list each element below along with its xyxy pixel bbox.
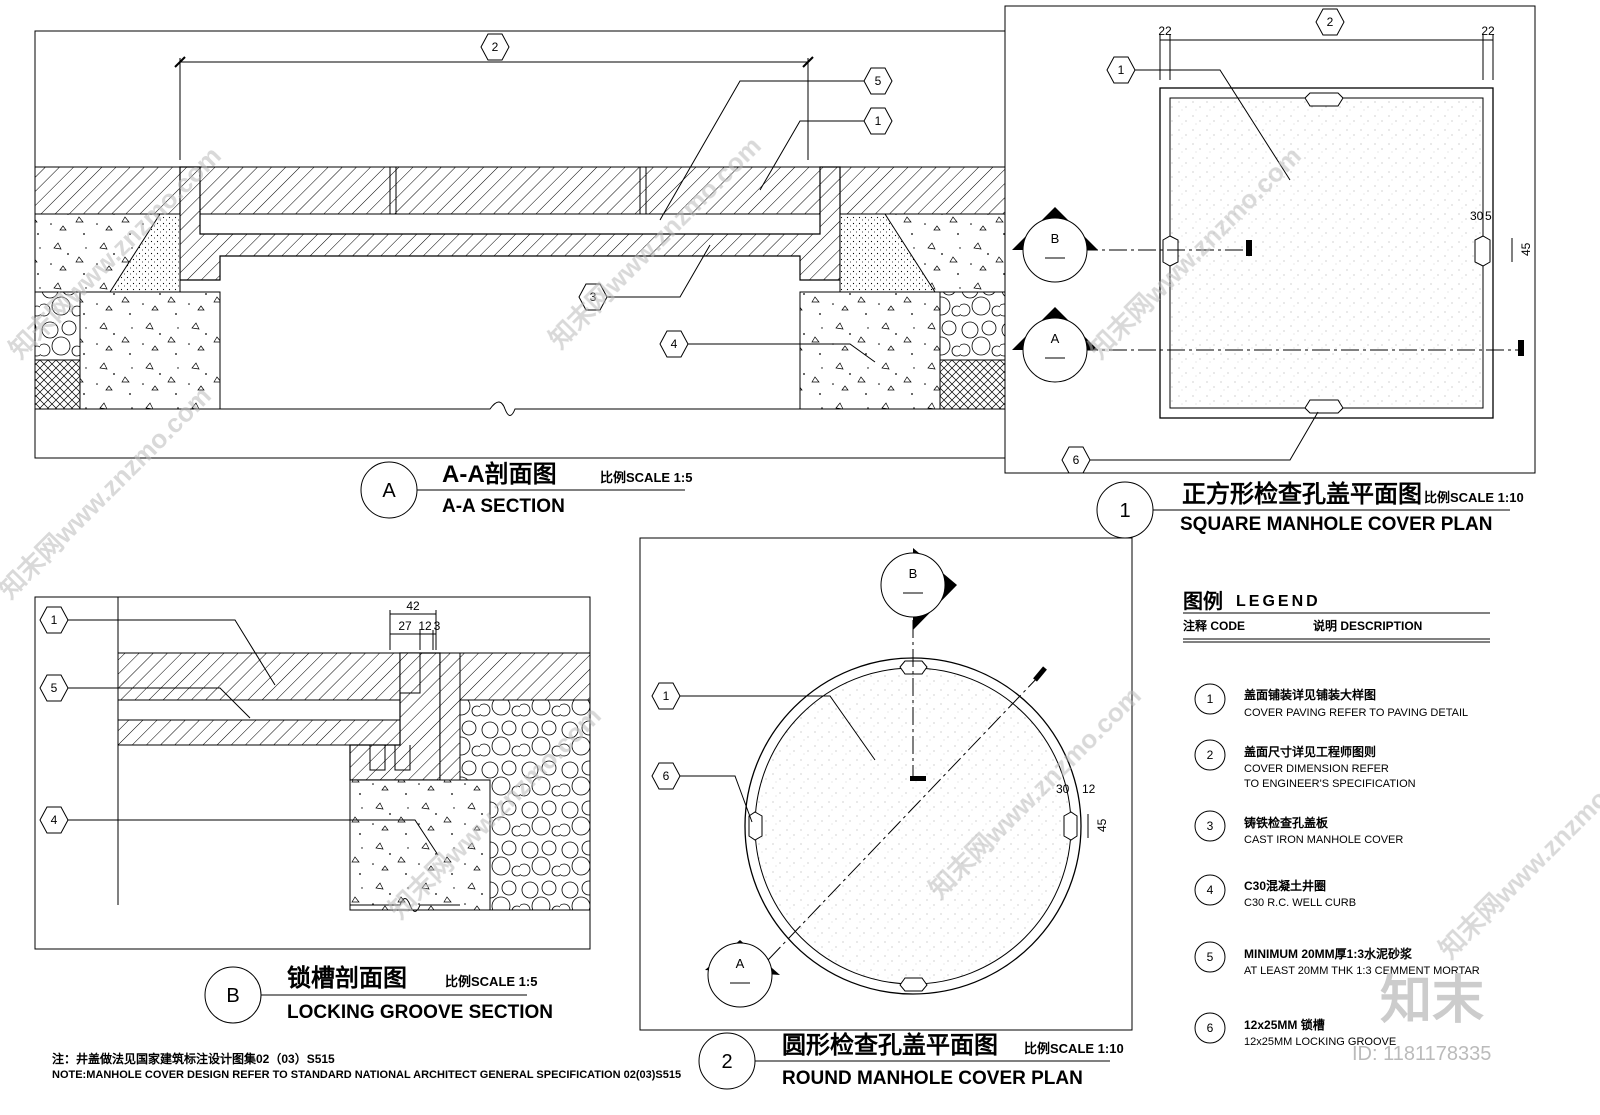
sq-marker-b: B <box>1051 231 1060 246</box>
svg-text:C30混凝土井圈: C30混凝土井圈 <box>1244 878 1326 893</box>
well-curb-right <box>799 291 941 410</box>
round-plan-title: 2 圆形检查孔盖平面图 比例SCALE 1:10 ROUND MANHOLE C… <box>698 1031 1124 1090</box>
svg-text:6: 6 <box>663 769 670 783</box>
svg-text:CAST IRON MANHOLE COVER: CAST IRON MANHOLE COVER <box>1244 834 1403 846</box>
section-a-title-en: A-A SECTION <box>442 496 565 517</box>
well-curb-left <box>79 291 221 410</box>
round-plan-scale: 比例SCALE 1:10 <box>1024 1041 1124 1056</box>
sq-marker-a: A <box>1051 331 1060 346</box>
square-plan-title-cn: 正方形检查孔盖平面图 <box>1182 480 1422 508</box>
legend-col-desc: 说明 DESCRIPTION <box>1313 618 1422 633</box>
svg-text:12x25MM LOCKING GROOVE: 12x25MM LOCKING GROOVE <box>1244 1036 1396 1048</box>
svg-text:4: 4 <box>51 813 58 827</box>
svg-text:TO ENGINEER'S SPECIFICATION: TO ENGINEER'S SPECIFICATION <box>1244 778 1416 790</box>
section-b-scale: 比例SCALE 1:5 <box>445 974 537 989</box>
dim-sq-right: 22 <box>1481 24 1495 38</box>
watermark-id: ID: 1181178335 <box>1352 1043 1491 1065</box>
svg-text:COVER PAVING REFER TO PAVING D: COVER PAVING REFER TO PAVING DETAIL <box>1244 707 1468 719</box>
dim-sq-mid: 2 <box>1327 15 1334 29</box>
svg-text:1: 1 <box>1207 692 1214 706</box>
dim-rd-groove-d: 12 <box>1082 782 1096 796</box>
svg-text:1: 1 <box>51 613 58 627</box>
svg-text:2: 2 <box>1207 748 1214 762</box>
dim-sq-groove-h: 45 <box>1519 242 1533 256</box>
svg-text:3: 3 <box>590 290 597 304</box>
section-a-title: A A-A剖面图 比例SCALE 1:5 A-A SECTION <box>360 460 692 519</box>
dim-rd-groove-h: 45 <box>1095 818 1109 832</box>
legend-col-code: 注释 CODE <box>1183 618 1245 633</box>
legend-row: 3 铸铁检查孔盖板 CAST IRON MANHOLE COVER <box>1194 810 1403 846</box>
svg-text:5: 5 <box>1207 950 1214 964</box>
square-plan-scale: 比例SCALE 1:10 <box>1424 490 1524 505</box>
section-b-badge: B <box>226 985 239 1007</box>
section-a-drawing: 2 5 1 3 4 <box>34 30 1036 459</box>
svg-text:5: 5 <box>51 681 58 695</box>
svg-text:4: 4 <box>671 337 678 351</box>
note-cn: 注：井盖做法见国家建筑标注设计图集02（03）S515 <box>52 1051 335 1066</box>
square-plan-badge: 1 <box>1119 500 1130 522</box>
round-plan-title-en: ROUND MANHOLE COVER PLAN <box>782 1068 1083 1089</box>
b-paving <box>117 652 401 701</box>
svg-text:C30 R.C. WELL CURB: C30 R.C. WELL CURB <box>1244 897 1356 909</box>
svg-text:知末网www.znzmo.com: 知末网www.znzmo.com <box>1433 740 1600 964</box>
svg-text:知末网www.znzmo.com: 知末网www.znzmo.com <box>0 380 217 604</box>
svg-text:1: 1 <box>875 114 882 128</box>
svg-text:MINIMUM 20MM厚1:3水泥砂浆: MINIMUM 20MM厚1:3水泥砂浆 <box>1244 946 1413 961</box>
svg-text:A: A <box>382 480 396 502</box>
square-plan-title-en: SQUARE MANHOLE COVER PLAN <box>1180 514 1492 535</box>
legend-row: 5 MINIMUM 20MM厚1:3水泥砂浆 AT LEAST 20MM THK… <box>1194 941 1480 977</box>
square-plan-drawing: 22 22 2 30 5 45 B A 1 6 <box>1004 5 1536 474</box>
svg-text:6: 6 <box>1207 1021 1214 1035</box>
rd-marker-b: B <box>909 566 918 581</box>
svg-text:盖面尺寸详见工程师图则: 盖面尺寸详见工程师图则 <box>1244 744 1376 759</box>
legend-title-en: LEGEND <box>1236 593 1321 610</box>
legend-row: 1 盖面铺装详见铺装大样图 COVER PAVING REFER TO PAVI… <box>1194 683 1468 719</box>
svg-text:4: 4 <box>1207 883 1214 897</box>
watermark-brand: 知末 <box>1380 972 1484 1030</box>
round-plan-badge: 2 <box>721 1051 732 1073</box>
section-b-drawing: 42 27 12 3 1 5 4 <box>34 596 591 950</box>
dim-rd-groove-w: 30 <box>1056 782 1070 796</box>
svg-text:12x25MM 锁槽: 12x25MM 锁槽 <box>1244 1017 1325 1032</box>
section-b-title-cn: 锁槽剖面图 <box>287 964 407 992</box>
dim-b-part3: 3 <box>434 619 441 633</box>
square-plan-title: 1 正方形检查孔盖平面图 比例SCALE 1:10 SQUARE MANHOLE… <box>1096 480 1524 539</box>
svg-text:AT LEAST 20MM THK 1:3 CEMMENT: AT LEAST 20MM THK 1:3 CEMMENT MORTAR <box>1244 965 1480 977</box>
legend-row: 6 12x25MM 锁槽 12x25MM LOCKING GROOVE <box>1194 1012 1396 1048</box>
svg-text:5: 5 <box>875 74 882 88</box>
svg-text:COVER DIMENSION REFER: COVER DIMENSION REFER <box>1244 763 1389 775</box>
note-en: NOTE:MANHOLE COVER DESIGN REFER TO STAND… <box>52 1069 681 1081</box>
svg-text:1: 1 <box>1118 63 1125 77</box>
legend-row: 4 C30混凝土井圈 C30 R.C. WELL CURB <box>1194 874 1356 909</box>
rd-marker-a: A <box>736 956 745 971</box>
legend-row: 2 盖面尺寸详见工程师图则 COVER DIMENSION REFER TO E… <box>1194 739 1416 790</box>
svg-text:盖面铺装详见铺装大样图: 盖面铺装详见铺装大样图 <box>1244 687 1376 702</box>
round-plan-title-cn: 圆形检查孔盖平面图 <box>782 1031 998 1059</box>
section-b-title: B 锁槽剖面图 比例SCALE 1:5 LOCKING GROOVE SECTI… <box>204 964 553 1024</box>
dim-b-total: 42 <box>406 599 420 613</box>
round-plan-drawing: B A 30 12 45 1 6 <box>639 537 1133 1031</box>
dim-b-part1: 27 <box>398 619 412 633</box>
dim-sq-groove-w: 30 <box>1470 209 1484 223</box>
svg-text:6: 6 <box>1073 453 1080 467</box>
section-a-scale: 比例SCALE 1:5 <box>600 470 692 485</box>
legend: 图例 LEGEND 注释 CODE 说明 DESCRIPTION 1 盖面铺装详… <box>1183 589 1490 1048</box>
dim-a-top: 2 <box>492 40 499 54</box>
svg-text:1: 1 <box>663 689 670 703</box>
dim-b-part2: 12 <box>418 619 432 633</box>
section-a-title-cn: A-A剖面图 <box>442 460 557 488</box>
b-well-curb <box>349 779 491 911</box>
section-b-title-en: LOCKING GROOVE SECTION <box>287 1002 553 1023</box>
dim-sq-groove-d: 5 <box>1485 209 1492 223</box>
svg-text:铸铁检查孔盖板: 铸铁检查孔盖板 <box>1244 815 1329 830</box>
legend-title-cn: 图例 <box>1183 589 1223 613</box>
svg-text:3: 3 <box>1207 819 1214 833</box>
dim-sq-left: 22 <box>1158 24 1172 38</box>
